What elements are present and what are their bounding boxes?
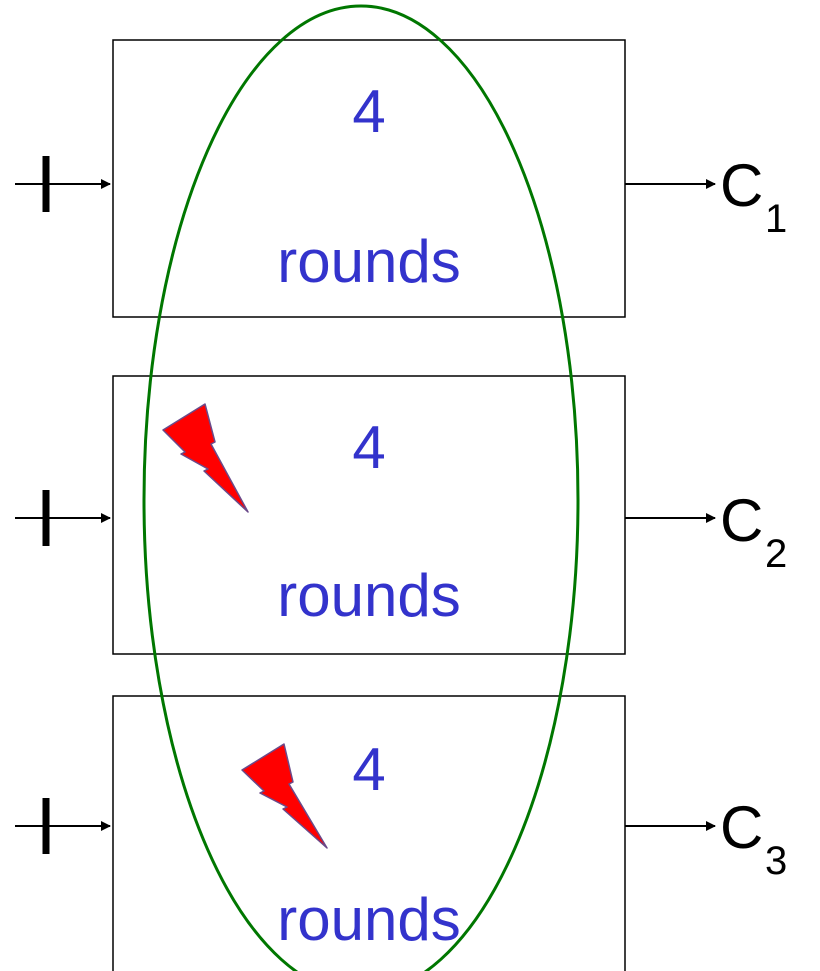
round-box-3 <box>112 695 626 971</box>
output-label-1: C <box>720 152 763 219</box>
round-label-1: rounds <box>277 228 460 295</box>
output-subscript-3: 3 <box>765 839 787 883</box>
lightning-fault-icon-3 <box>241 743 328 849</box>
round-count-2: 4 <box>352 414 385 481</box>
block-3: 4 rounds C 3 <box>15 695 787 971</box>
output-subscript-1: 1 <box>765 197 787 241</box>
round-count-3: 4 <box>352 736 385 803</box>
lightning-fault-icon-2 <box>162 403 249 513</box>
round-count-1: 4 <box>352 78 385 145</box>
round-box-2 <box>112 375 626 655</box>
grouping-ellipse <box>142 4 580 971</box>
round-label-2: rounds <box>277 562 460 629</box>
round-box-1 <box>112 39 626 318</box>
round-label-3: rounds <box>277 886 460 953</box>
block-1: 4 rounds C 1 <box>15 39 787 318</box>
output-subscript-2: 2 <box>765 532 787 576</box>
block-2: 4 rounds C 2 <box>15 375 787 655</box>
output-label-3: C <box>720 794 763 861</box>
output-label-2: C <box>720 487 763 554</box>
